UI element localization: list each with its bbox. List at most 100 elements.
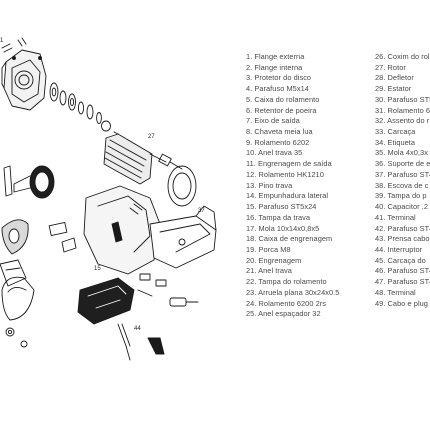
part-name: Engrenagem [258,255,302,265]
part-number: 33. [375,127,386,137]
part-item: 33. Carcaça [375,127,430,138]
part-name: Tampa do rolamento [258,277,327,287]
part-number: 46. [375,266,386,276]
part-number: 7. [246,116,253,126]
part-number: 6. [246,105,253,115]
part-name: Carcaça do [387,255,426,265]
part-item: 35. Mola 4x0,3x [375,148,430,159]
part-item: 11. Engrenagem de saída [246,159,372,170]
part-number: 40. [375,202,386,212]
part-name: Rolamento 6 [387,105,430,115]
small-round-parts [5,327,28,348]
part-name: Prensa cabo [387,234,430,244]
part-number: 11. [246,159,256,169]
part-item: 45. Carcaça do [375,256,430,267]
part-item: 6. Retentor de poeira [246,106,372,117]
callout-label: 27 [148,134,155,140]
switch-housing-part [77,277,135,325]
part-item: 10. Anel trava 35 [246,148,372,159]
part-item: 27. Rotor [375,63,430,74]
part-item: 3. Protetor do disco [246,73,372,84]
part-number: 30. [375,94,386,104]
part-number: 12. [246,169,257,179]
part-item: 20. Engrenagem [246,256,372,267]
part-item: 8. Chaveta meia lua [246,127,372,138]
part-name: Flange interna [254,62,303,72]
part-item: 1. Flange externa [246,52,372,63]
part-item: 21. Anel trava [246,266,372,277]
part-item: 26. Coxim do rolamento [375,52,430,63]
part-number: 15. [246,202,257,212]
part-number: 17. [246,223,257,233]
callout-label: 1 [0,38,4,44]
part-item: 31. Rolamento 6 [375,106,430,117]
part-name: Rolamento 6200 2rs [258,298,327,308]
part-name: Terminal [387,287,416,297]
part-number: 29. [375,84,386,94]
part-item: 28. Defletor [375,73,430,84]
part-item: 14. Empunhadura lateral [246,191,372,202]
part-name: Caixa de engrenagem [258,234,333,244]
part-name: Carcaça [387,127,416,137]
part-item: 13. Pino trava [246,181,372,192]
part-name: Rolamento 6202 [254,137,310,147]
part-name: Parafuso M5x14 [254,84,309,94]
part-number: 3. [246,73,253,83]
part-number: 1. [246,52,253,61]
part-item: 7. Eixo de saída [246,116,372,127]
part-number: 42. [375,223,386,233]
part-number: 22. [246,277,257,287]
part-name: Porca M8 [258,244,291,254]
part-name: Mola 10x14x0,8x5 [258,223,320,233]
part-name: Engrenagem de saída [257,159,332,169]
capacitor-part [169,297,199,307]
part-number: 36. [375,159,386,169]
part-name: Parafuso ST4 [387,266,430,276]
part-item: 39. Tampa do p [375,191,430,202]
part-number: 24. [246,298,257,308]
part-name: Rolamento HK1210 [258,169,324,179]
part-number: 45. [375,255,386,265]
part-item: 49. Cabo e plug [375,299,430,310]
part-number: 39. [375,191,386,201]
part-name: Interruptor [387,244,423,254]
part-item: 25. Anel espaçador 32 [246,309,372,320]
part-name: Estator [387,84,412,94]
callout-label: 15 [94,266,101,272]
part-name: Tampa da trava [258,212,311,222]
parts-column-left: 1. Flange externa 2. Flange interna 3. P… [246,52,372,320]
part-item: 5. Caixa do rolamento [246,95,372,106]
part-number: 4. [246,84,253,94]
spindle-gear-part [3,165,55,199]
part-name: Anel espaçador 32 [258,309,321,319]
part-number: 44. [375,244,386,254]
part-name: Flange externa [254,52,305,61]
part-number: 9. [246,137,253,147]
part-name: Parafuso ST4 [387,277,430,287]
rotor-armature-part [103,131,183,185]
part-name: Anel trava [258,266,292,276]
part-number: 2. [246,62,253,72]
part-number: 38. [375,180,386,190]
gear-housing-part [1,49,47,111]
part-name: Empunhadura lateral [258,191,329,201]
part-item: 34. Etiqueta [375,138,430,149]
part-number: 23. [246,287,257,297]
part-item: 17. Mola 10x14x0,8x5 [246,224,372,235]
part-number: 49. [375,298,386,308]
part-item: 44. Interruptor [375,245,430,256]
part-name: Protetor do disco [254,73,312,83]
part-item: 37. Parafuso ST4 [375,170,430,181]
part-name: Anel trava 35 [258,148,303,158]
part-item: 40. Capacitor .2 [375,202,430,213]
part-name: Parafuso ST4 [387,223,430,233]
part-item: 42. Parafuso ST4 [375,224,430,235]
part-name: Chaveta meia lua [254,127,313,137]
part-name: Defletor [387,73,414,83]
part-name: Escova de c [387,180,429,190]
part-item: 22. Tampa do rolamento [246,277,372,288]
cable-plug-part [117,323,165,361]
part-item: 29. Estator [375,84,430,95]
part-number: 48. [375,287,386,297]
part-item: 24. Rolamento 6200 2rs [246,299,372,310]
